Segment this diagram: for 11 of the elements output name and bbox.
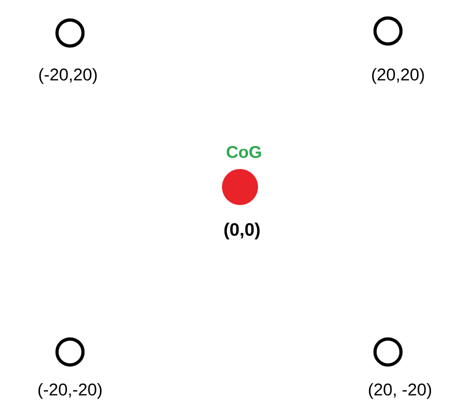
coordinate-label: (20,20) [372, 68, 424, 84]
coordinate-label: (20, -20) [368, 383, 432, 399]
point-label: CoG [226, 146, 261, 158]
point-marker [373, 337, 403, 367]
point-marker [55, 18, 85, 48]
coordinate-label: (0,0) [224, 222, 260, 240]
coordinate-label: (-20,20) [39, 68, 97, 84]
point-marker [373, 16, 403, 46]
coordinate-label: (-20,-20) [38, 383, 102, 399]
point-marker [55, 337, 85, 367]
centre-dot [222, 168, 258, 205]
